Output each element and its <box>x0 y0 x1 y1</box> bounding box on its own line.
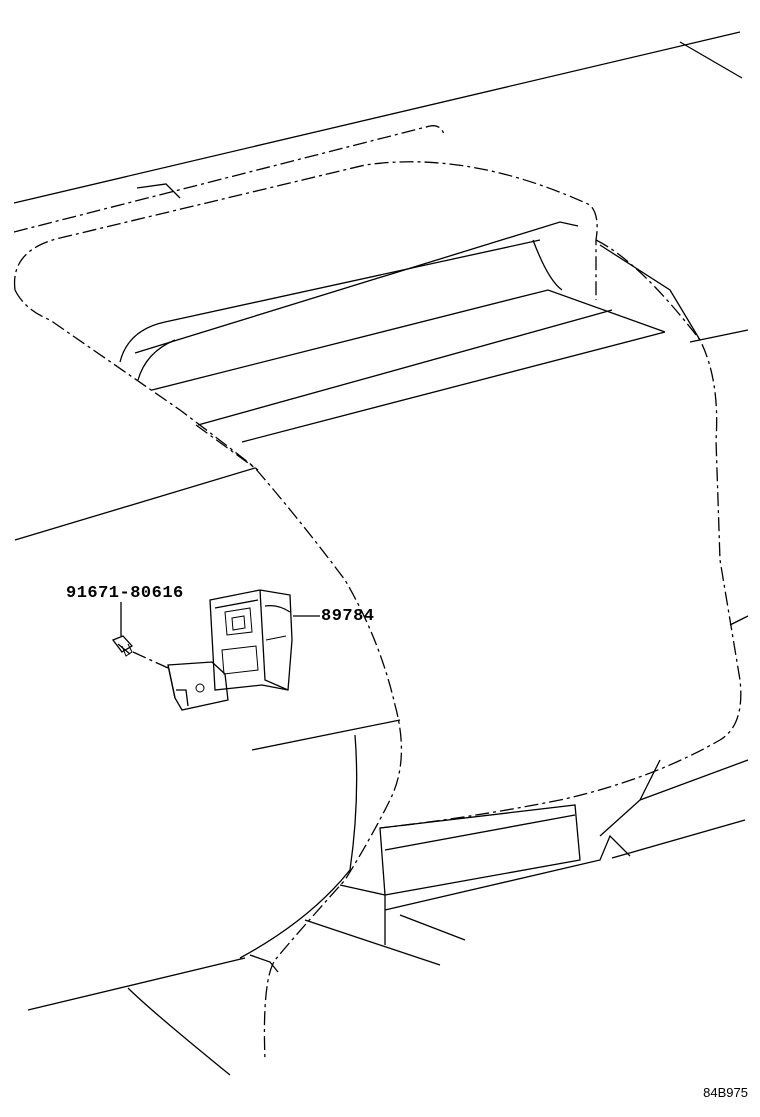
diagram-reference-code: 84B975 <box>703 1085 748 1100</box>
bracket-shape <box>167 661 229 711</box>
module-89784-shape <box>209 589 293 691</box>
bolt-shape <box>111 635 169 669</box>
bolt-part-number: 91671-80616 <box>66 584 184 603</box>
module-part-number: 89784 <box>321 607 375 626</box>
